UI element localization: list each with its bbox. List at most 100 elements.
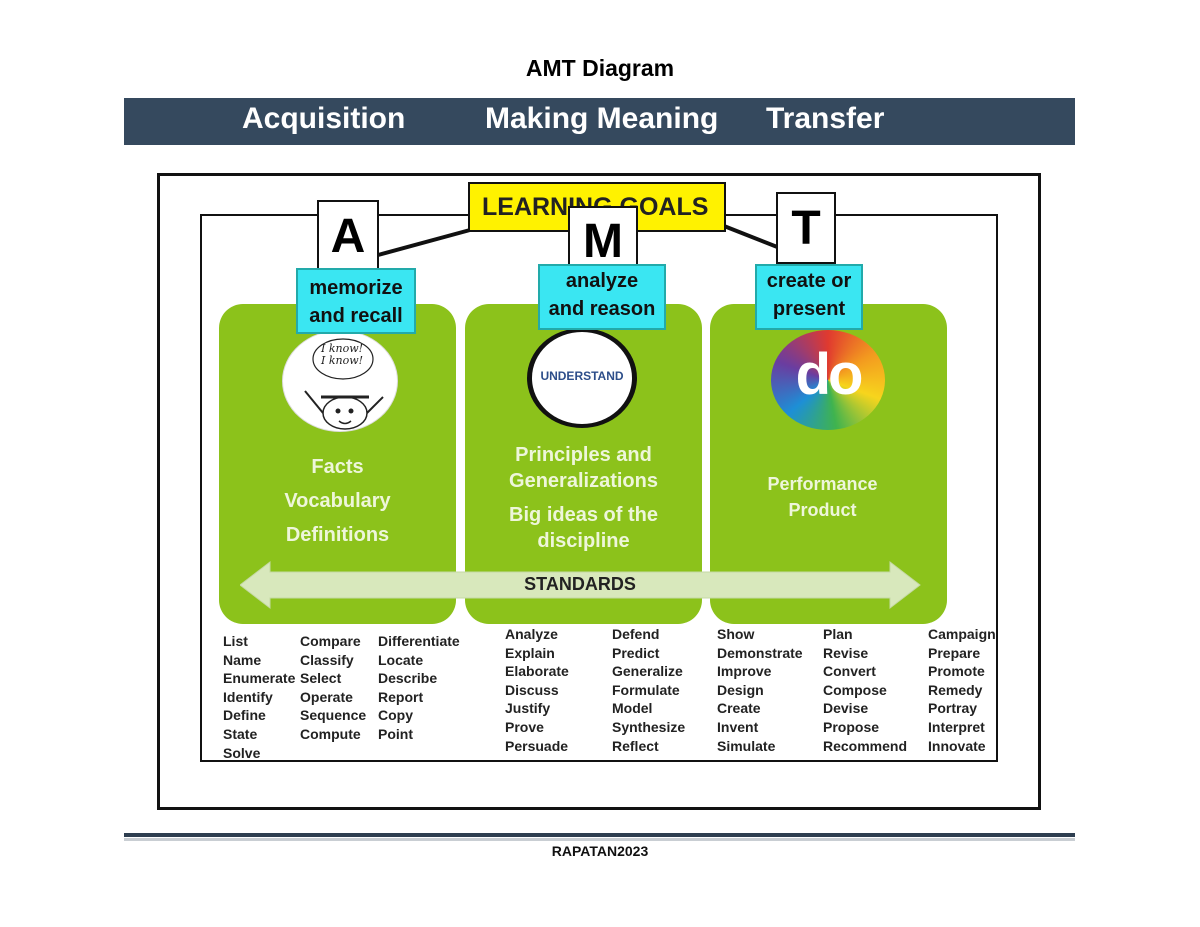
verb-item: Compute: [300, 725, 361, 742]
verb-item: Remedy: [928, 681, 983, 698]
verb-item: State: [223, 725, 258, 742]
verb-column-7: Plan Revise Convert Compose Devise Propo…: [823, 625, 907, 755]
verb-item: Promote: [928, 663, 985, 680]
verb-item: List: [223, 633, 248, 649]
footer-divider-shadow: [124, 838, 1075, 841]
know-speech-bubble: I know! I know!: [321, 342, 364, 367]
panel-line: Generalizations: [509, 470, 658, 492]
verb-item: Predict: [612, 644, 660, 661]
verb-column-1: List Name Enumerate Identify Define Stat…: [223, 632, 295, 762]
goal-line: and reason: [548, 298, 656, 320]
verb-item: Persuade: [505, 737, 569, 754]
panel-line: Big ideas of the: [509, 504, 658, 526]
verb-item: Synthesize: [612, 718, 686, 735]
verb-item: Point: [378, 725, 413, 742]
verb-item: Improve: [717, 663, 772, 680]
verb-item: Show: [717, 626, 755, 642]
verb-column-5: Defend Predict Generalize Formulate Mode…: [612, 625, 685, 755]
panel-line: Performance: [767, 474, 878, 494]
verb-item: Recommend: [823, 737, 908, 754]
verb-column-6: Show Demonstrate Improve Design Create I…: [717, 625, 803, 755]
goal-line: create or: [766, 270, 852, 292]
verb-item: Elaborate: [505, 663, 569, 680]
goal-line: and recall: [309, 305, 403, 327]
goal-label-analyze: analyze and reason: [538, 264, 666, 330]
verb-item: Select: [300, 670, 342, 687]
goal-label-create: create or present: [755, 264, 863, 330]
page-title: AMT Diagram: [525, 55, 675, 81]
panel-line: Definitions: [285, 524, 390, 546]
verb-item: Operate: [300, 688, 353, 705]
letter-t-box: T: [776, 192, 836, 264]
header-acquisition: Acquisition: [242, 102, 406, 135]
verb-item: Sequence: [300, 707, 367, 724]
verb-column-8: Campaign Prepare Promote Remedy Portray …: [928, 625, 996, 755]
verb-item: Enumerate: [223, 670, 296, 687]
verb-item: Model: [612, 700, 653, 717]
verb-item: Formulate: [612, 681, 680, 698]
verb-item: Innovate: [928, 737, 986, 754]
verb-item: Copy: [378, 707, 413, 724]
verb-item: Design: [717, 681, 764, 698]
verb-item: Name: [223, 651, 262, 668]
verb-item: Devise: [823, 700, 869, 717]
goal-line: analyze: [565, 270, 639, 292]
panel-line: discipline: [537, 530, 630, 552]
verb-item: Compare: [300, 633, 361, 649]
verb-item: Discuss: [505, 681, 559, 698]
connector-a: [377, 228, 471, 257]
goal-line: present: [772, 298, 846, 320]
understand-badge-inner: [532, 332, 632, 424]
goal-label-memorize: memorize and recall: [296, 268, 416, 334]
footer-divider: [124, 833, 1075, 837]
verb-column-3: Differentiate Locate Describe Report Cop…: [378, 632, 460, 744]
verb-item: Analyze: [505, 626, 558, 642]
verb-item: Classify: [300, 651, 354, 668]
verb-item: Define: [223, 707, 266, 724]
verb-item: Create: [717, 700, 761, 717]
verb-item: Explain: [505, 644, 555, 661]
verb-item: Demonstrate: [717, 644, 803, 661]
do-label: do: [795, 342, 864, 407]
verb-item: Reflect: [612, 737, 659, 754]
verb-column-2: Compare Classify Select Operate Sequence…: [300, 632, 366, 744]
know-cartoon-image: I know! I know!: [282, 330, 398, 432]
verb-item: Justify: [505, 700, 551, 717]
verb-item: Prove: [505, 718, 544, 735]
verb-item: Campaign: [928, 626, 996, 642]
verb-item: Invent: [717, 718, 759, 735]
verb-item: Identify: [223, 688, 273, 705]
verb-item: Defend: [612, 626, 660, 642]
standards-arrow: [240, 560, 921, 610]
letter-a-box: A: [317, 200, 379, 274]
verb-item: Revise: [823, 644, 869, 661]
transfer-content: Performance Product: [710, 471, 935, 523]
verb-item: Locate: [378, 651, 424, 668]
verb-item: Solve: [223, 744, 261, 761]
verb-item: Generalize: [612, 663, 683, 680]
verb-item: Propose: [823, 718, 880, 735]
footer-credit: RAPATAN2023: [551, 843, 649, 859]
verb-item: Interpret: [928, 718, 985, 735]
verb-item: Differentiate: [378, 633, 460, 649]
verb-item: Portray: [928, 700, 978, 717]
acquisition-content: Facts Vocabulary Definitions: [219, 450, 456, 552]
verb-item: Plan: [823, 626, 853, 642]
header-making-meaning: Making Meaning: [485, 102, 719, 135]
know-cartoon-icon: [304, 338, 384, 430]
verb-column-4: Analyze Explain Elaborate Discuss Justif…: [505, 625, 569, 755]
do-badge: [771, 330, 885, 430]
verb-item: Prepare: [928, 644, 981, 661]
diagram-outer-frame: [157, 173, 1041, 810]
panel-line: Principles and: [515, 444, 652, 466]
header-transfer: Transfer: [766, 102, 885, 135]
verb-item: Simulate: [717, 737, 776, 754]
verb-item: Report: [378, 688, 424, 705]
verb-item: Compose: [823, 681, 887, 698]
meaning-content: Principles and Generalizations Big ideas…: [465, 442, 702, 554]
verb-item: Describe: [378, 670, 438, 687]
verb-item: Convert: [823, 663, 876, 680]
understand-label: UNDERSTAND: [540, 369, 624, 383]
panel-line: Product: [788, 500, 857, 520]
stage-header-bar: Acquisition Making Meaning Transfer: [124, 98, 1075, 145]
